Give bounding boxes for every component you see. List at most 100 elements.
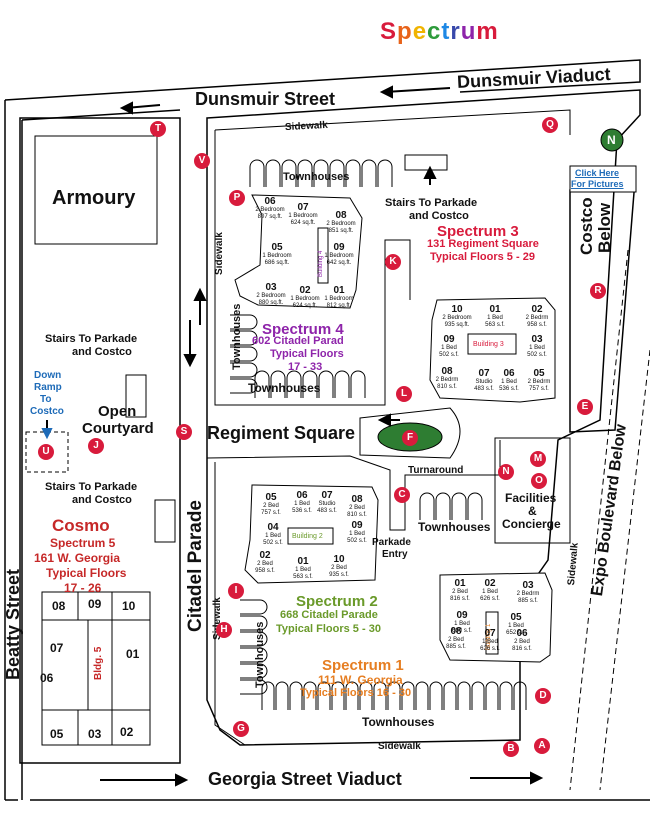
turnaround-loop <box>359 407 461 459</box>
spectrum2-footprint <box>244 484 379 584</box>
map-pin[interactable]: S <box>176 424 192 440</box>
map-pin[interactable]: C <box>394 487 410 503</box>
map-pin[interactable]: I <box>228 583 244 599</box>
stairs-label-top-b: and Costco <box>409 210 469 222</box>
spectrum4-footprint <box>234 194 363 309</box>
facilities-label-1: Facilities <box>505 491 557 505</box>
s3-line1: 131 Regiment Square <box>427 238 539 250</box>
bldg5-label: Bldg. 5 <box>93 646 104 680</box>
map-pin[interactable]: U <box>38 444 54 460</box>
costco-below-label-2: Below <box>595 202 614 253</box>
b5-unit: 01 <box>126 647 140 661</box>
b5-unit: 07 <box>50 641 64 655</box>
spectrum3-footprint <box>429 297 556 403</box>
stairs-label-top: Stairs To Parkade <box>385 197 478 209</box>
townhouses-bottom <box>261 681 527 710</box>
cosmo-line4: 17 - 26 <box>64 581 102 595</box>
logo-letter: r <box>450 18 461 45</box>
map-pin[interactable]: K <box>385 254 401 270</box>
cosmo-line3: Typical Floors <box>46 566 127 580</box>
spectrum1-footprint <box>439 572 553 663</box>
b5-unit: 02 <box>120 725 134 739</box>
parkade-entry-label-1: Parkade <box>372 537 411 548</box>
s1-line1: 111 W. Georgia <box>318 673 403 687</box>
s3-title: Spectrum 3 <box>437 223 519 240</box>
s1-title: Spectrum 1 <box>322 657 404 674</box>
logo-letter: S <box>380 18 398 45</box>
map-pin[interactable]: F <box>402 430 418 446</box>
townhouses-label-s4-left: Townhouses <box>231 303 243 370</box>
armoury-building <box>34 135 158 245</box>
map-pin[interactable]: L <box>396 386 412 402</box>
regiment-square-label: Regiment Square <box>207 423 356 443</box>
site-boundary <box>206 89 641 746</box>
logo-letter: p <box>397 18 413 45</box>
logo-letter: e <box>412 18 428 45</box>
cosmo-title: Cosmo <box>52 516 110 535</box>
beatty-block <box>19 117 181 764</box>
sidewalk-label-left: Sidewalk <box>214 232 225 275</box>
georgia-viaduct-label: Georgia Street Viaduct <box>208 769 402 789</box>
townhouses-label-mid: Townhouses <box>248 381 321 395</box>
map-pin[interactable]: D <box>535 688 551 704</box>
down-ramp-label-2: Ramp <box>34 382 62 393</box>
s2-line1: 668 Citadel Parade <box>280 609 378 621</box>
s4-line3: 17 - 33 <box>288 361 323 373</box>
logo-letter: m <box>476 18 499 45</box>
map-pin[interactable]: O <box>531 473 547 489</box>
open-courtyard-label-2: Courtyard <box>82 420 154 437</box>
down-ramp-label-1: Down <box>34 370 62 381</box>
map-pin[interactable]: N <box>498 464 514 480</box>
facilities-label-3: Concierge <box>502 517 561 531</box>
townhouses-right <box>419 492 483 520</box>
map-pin[interactable]: Q <box>542 117 558 133</box>
map-pin[interactable]: E <box>577 399 593 415</box>
s4-line2: Typical Floors <box>270 348 344 360</box>
armoury-label: Armoury <box>52 187 136 209</box>
map-pin[interactable]: P <box>229 190 245 206</box>
arrows <box>41 85 544 787</box>
parkade-entry-label-2: Entry <box>382 549 408 560</box>
map-pin[interactable]: G <box>233 721 249 737</box>
map-pin[interactable]: T <box>150 121 166 137</box>
sidewalk-label-bottom: Sidewalk <box>378 741 421 752</box>
s4-line1: 602 Citadel Parad <box>252 335 344 347</box>
logo-letter: c <box>427 18 442 45</box>
map-pin[interactable]: V <box>194 153 210 169</box>
townhouses-mid <box>254 370 366 398</box>
map-pin[interactable]: H <box>216 622 232 638</box>
map-pin[interactable]: A <box>534 738 550 754</box>
b5-unit: 08 <box>52 599 66 613</box>
north-label: N <box>607 133 616 147</box>
logo-letter: u <box>460 18 477 45</box>
cosmo-line2: 161 W. Georgia <box>34 551 121 565</box>
b5-unit: 09 <box>88 597 102 611</box>
click-here-link-2[interactable]: For Pictures <box>571 179 624 189</box>
map-pin[interactable]: B <box>503 741 519 757</box>
facilities-building <box>494 437 571 544</box>
click-here-link-1[interactable]: Click Here <box>575 168 620 178</box>
north-compass <box>600 128 624 152</box>
citadel-parade-label: Citadel Parade <box>185 500 206 632</box>
map-pin[interactable]: J <box>88 438 104 454</box>
dunsmuir-street-label: Dunsmuir Street <box>195 89 336 109</box>
map-pin[interactable]: M <box>530 451 546 467</box>
open-courtyard-label-1: Open <box>98 403 137 420</box>
map-pin[interactable]: R <box>590 283 606 299</box>
